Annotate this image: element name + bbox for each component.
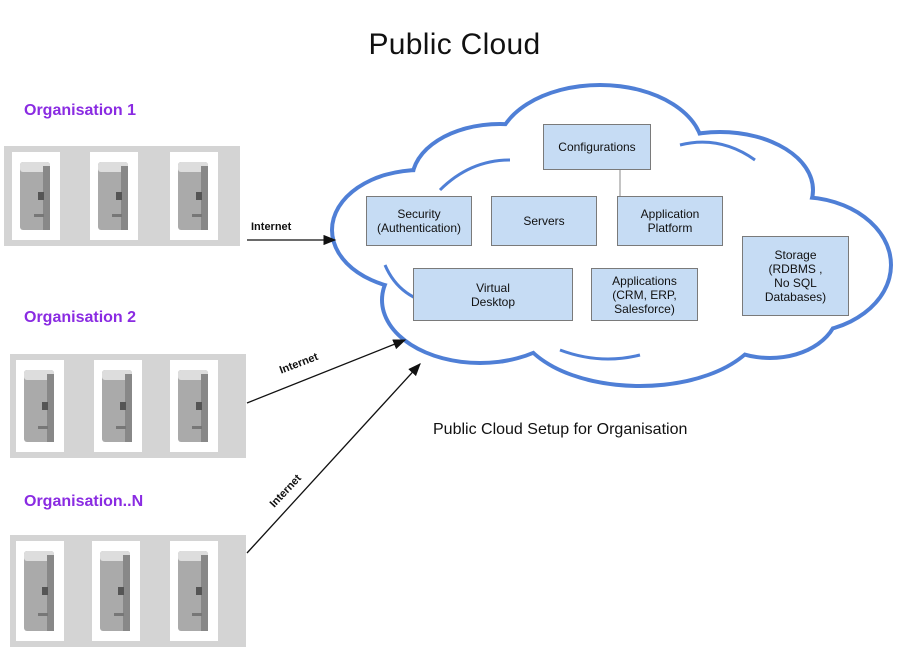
internet-label-1: Internet — [251, 221, 292, 233]
server-icon — [16, 360, 64, 452]
application-platform-box: Application Platform — [617, 196, 723, 246]
configurations-box: Configurations — [543, 124, 651, 170]
virtual-desktop-box: Virtual Desktop — [413, 268, 573, 321]
server-icon — [94, 360, 142, 452]
org-label-1: Organisation 1 — [24, 102, 137, 119]
server-icon — [16, 541, 64, 641]
server-icon — [92, 541, 140, 641]
applications-box: Applications (CRM, ERP, Salesforce) — [591, 268, 698, 321]
server-icon — [170, 360, 218, 452]
org-label-n: Organisation..N — [24, 493, 144, 510]
internet-arrow-3 — [246, 363, 421, 554]
server-icon — [170, 152, 218, 240]
server-rack-1 — [4, 146, 240, 246]
server-icon — [90, 152, 138, 240]
diagram-caption: Public Cloud Setup for Organisation — [433, 421, 688, 438]
server-icon — [12, 152, 60, 240]
internet-arrow-2 — [246, 339, 407, 404]
server-rack-2 — [10, 354, 246, 458]
page-title: Public Cloud — [368, 28, 541, 61]
server-icon — [170, 541, 218, 641]
servers-box: Servers — [491, 196, 597, 246]
server-rack-n — [10, 535, 246, 647]
org-label-2: Organisation 2 — [24, 309, 137, 326]
security-box: Security (Authentication) — [366, 196, 472, 246]
storage-box: Storage (RDBMS , No SQL Databases) — [742, 236, 849, 316]
